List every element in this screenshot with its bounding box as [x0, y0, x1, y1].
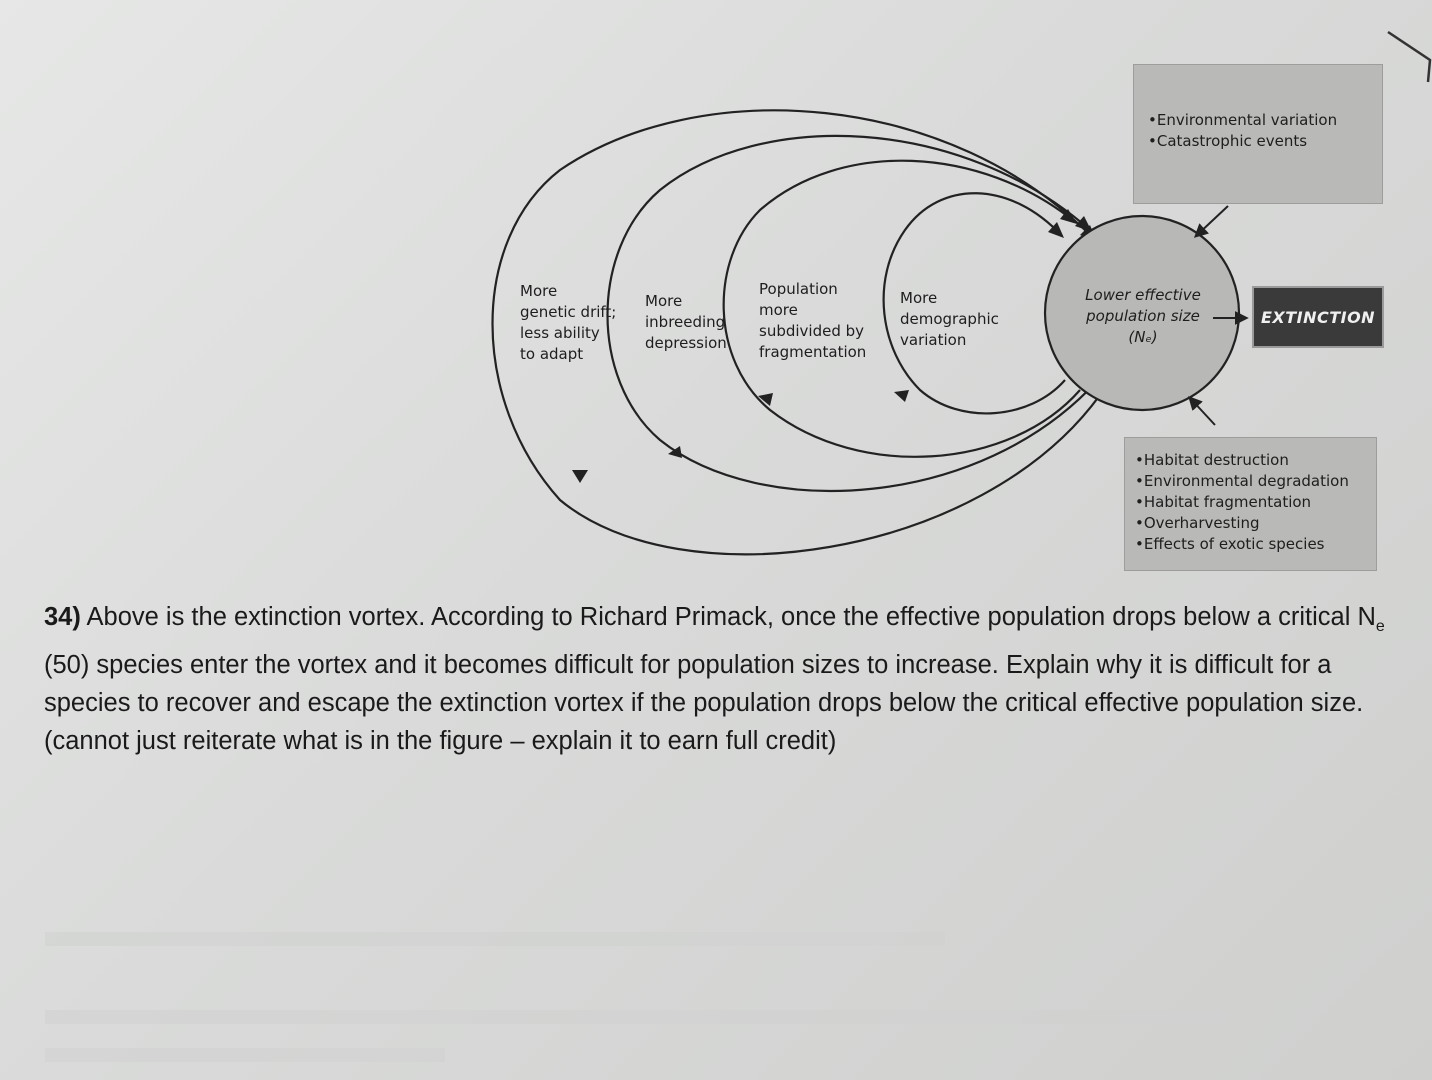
vortex-loop-genetic-drift — [491, 109, 1101, 556]
arrow-from-environment — [1193, 205, 1229, 238]
environment-box: Environmental variation Catastrophic eve… — [1133, 64, 1383, 204]
vortex-loop-fragmentation — [722, 159, 1081, 458]
question-subscript: e — [1375, 618, 1385, 636]
habitat-item: Habitat destruction — [1135, 450, 1372, 471]
habitat-box: Habitat destruction Environmental degrad… — [1124, 437, 1377, 571]
habitat-item: Habitat fragmentation — [1135, 492, 1372, 513]
question-text-part-1: Above is the extinction vortex. Accordin… — [80, 603, 1376, 631]
habitat-item: Effects of exotic species — [1135, 534, 1372, 555]
extinction-vortex-diagram — [491, 30, 1432, 556]
habitat-item: Overharvesting — [1135, 513, 1372, 534]
question-34: 34) Above is the extinction vortex. Acco… — [44, 598, 1389, 760]
bleed-through-1 — [45, 932, 945, 946]
habitat-item: Environmental degradation — [1135, 471, 1372, 492]
environment-item: Catastrophic events — [1148, 131, 1372, 152]
vortex-loop-inbreeding — [606, 134, 1099, 492]
vortex-loop-demographic — [882, 192, 1066, 415]
arrow-from-habitat — [1188, 395, 1216, 426]
bleed-through-2 — [45, 1010, 1225, 1024]
question-text-part-2: (50) species enter the vortex and it bec… — [44, 651, 1364, 756]
bleed-through-3 — [45, 1048, 445, 1062]
question-number: 34) — [44, 603, 81, 631]
extinction-box: EXTINCTION — [1252, 286, 1384, 348]
environment-item: Environmental variation — [1148, 110, 1372, 131]
